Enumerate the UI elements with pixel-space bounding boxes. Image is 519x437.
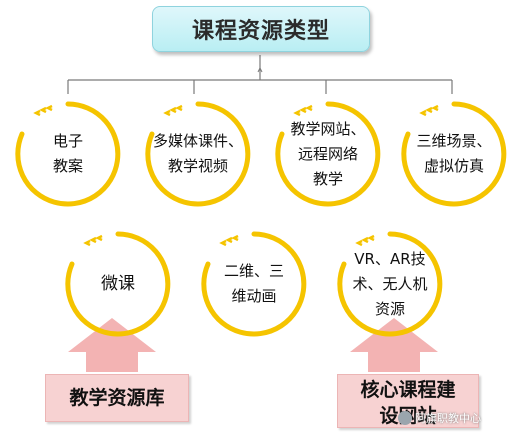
up-arrow-right <box>350 318 438 372</box>
label-core-course-website: 核心课程建 设网站 <box>337 374 479 428</box>
node-text: 微课 <box>101 273 135 294</box>
ring-icon <box>337 231 443 337</box>
ring-icon <box>401 101 507 207</box>
wechat-icon <box>398 411 412 425</box>
node-text: 三维场景、 虚拟仿真 <box>416 132 492 175</box>
label-resource-library: 教学资源库 <box>45 374 189 422</box>
node-text: 电子 教案 <box>52 132 83 175</box>
ring-icon <box>201 231 307 337</box>
node-electronic-lesson-plan: 电子 教案 <box>10 96 126 212</box>
node-3d-simulation: 三维场景、 虚拟仿真 <box>396 96 512 212</box>
node-micro-lesson: 微课 <box>60 226 176 342</box>
node-animation: 二维、三 维动画 <box>196 226 312 342</box>
up-arrow-left <box>68 318 156 372</box>
node-text: VR、AR技 术、无人机 资源 <box>352 249 428 318</box>
ring-icon <box>15 101 121 207</box>
watermark: 阿旗职教中心 <box>398 408 514 428</box>
diagram-title: 课程资源类型 <box>152 6 370 52</box>
ring-icon <box>275 101 381 207</box>
node-teaching-website: 教学网站、 远程网络 教学 <box>270 96 386 212</box>
node-vr-ar: VR、AR技 术、无人机 资源 <box>332 226 448 342</box>
watermark-text: 阿旗职教中心 <box>415 412 481 425</box>
node-text: 多媒体课件、 教学视频 <box>152 132 243 175</box>
ring-icon <box>145 101 251 207</box>
node-multimedia: 多媒体课件、 教学视频 <box>140 96 256 212</box>
ring-icon <box>65 231 171 337</box>
node-text: 教学网站、 远程网络 教学 <box>290 119 366 188</box>
node-text: 二维、三 维动画 <box>223 262 284 305</box>
